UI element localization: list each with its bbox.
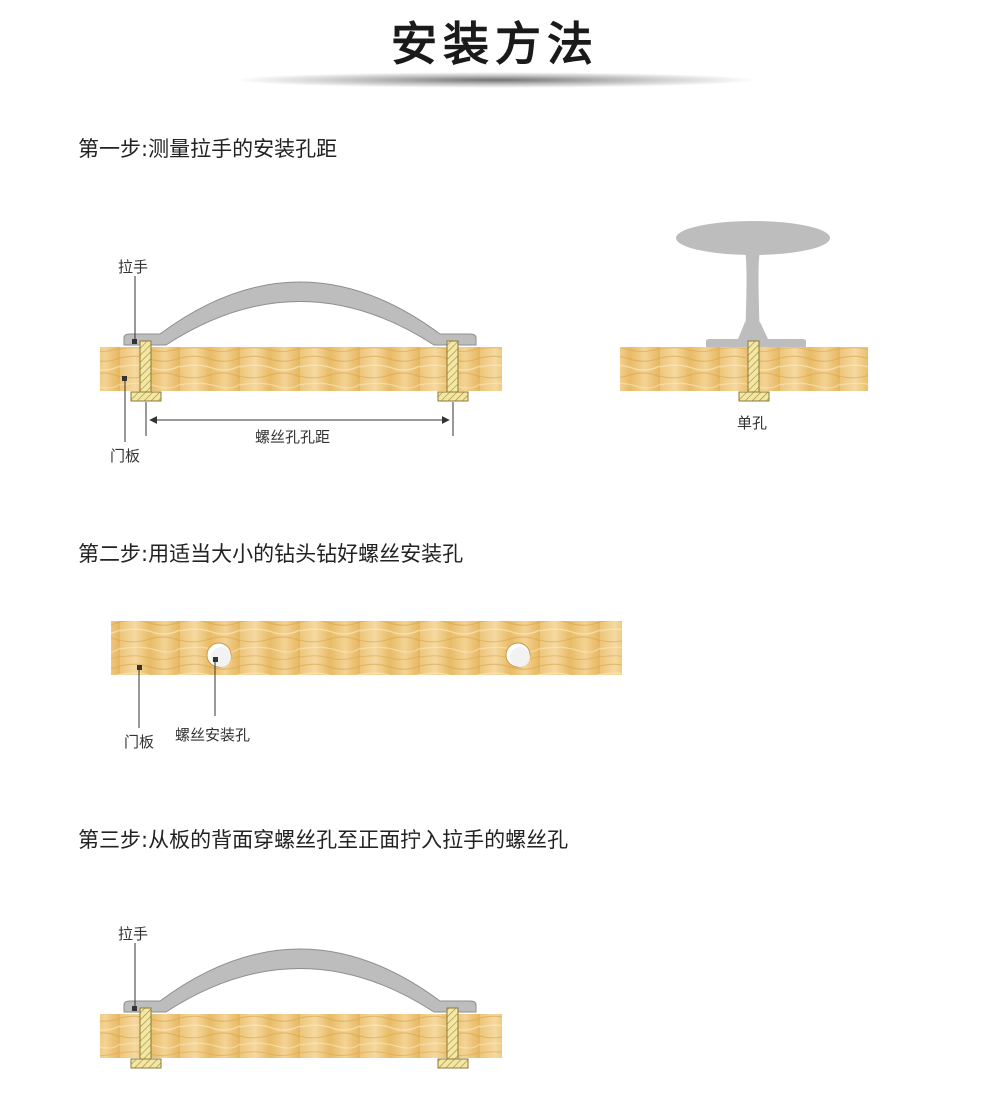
- single-screw-shaft: [747, 340, 760, 395]
- door-panel-wood-step3: [100, 1014, 502, 1058]
- right-screw-shaft-step3: [446, 1007, 459, 1062]
- step1-single-hole-diagram: 单孔: [620, 221, 868, 432]
- knob-stem: [745, 252, 760, 340]
- right-screw-head: [437, 391, 469, 402]
- door-panel-wood-step2: [111, 621, 622, 675]
- right-screw-shaft: [446, 340, 459, 395]
- step-3-heading: 第三步:从板的背面穿螺丝孔至正面拧入拉手的螺丝孔: [78, 828, 569, 852]
- knob-top: [676, 221, 830, 255]
- handle-shape-step3: [123, 948, 477, 1013]
- step2-drilled-panel-diagram: 门板 螺丝安装孔: [111, 621, 622, 751]
- right-screw-head-step3: [437, 1058, 469, 1069]
- handle-label-step3: 拉手: [118, 925, 148, 943]
- step-2-heading: 第二步:用适当大小的钻头钻好螺丝安装孔: [78, 542, 464, 566]
- door-panel-wood: [100, 347, 502, 391]
- title-underline-shadow: [230, 72, 760, 88]
- handle-shape: [123, 281, 477, 346]
- page-title: 安装方法: [391, 17, 599, 71]
- screw-install-hole-label: 螺丝安装孔: [175, 726, 250, 744]
- knob-base: [706, 322, 806, 347]
- step3-handle-diagram: 拉手: [100, 925, 502, 1069]
- left-screw-head: [130, 391, 162, 402]
- handle-label: 拉手: [118, 258, 148, 276]
- step-1-heading: 第一步:测量拉手的安装孔距: [78, 137, 338, 161]
- single-screw-head: [738, 391, 770, 402]
- door-panel-label: 门板: [110, 447, 140, 465]
- single-hole-label: 单孔: [737, 414, 767, 432]
- door-panel-label-step2: 门板: [124, 733, 154, 751]
- left-screw-shaft: [139, 340, 152, 395]
- step1-handle-diagram: 拉手 门板 螺丝孔孔距: [100, 258, 502, 465]
- left-screw-shaft-step3: [139, 1007, 152, 1062]
- left-screw-head-step3: [130, 1058, 162, 1069]
- door-panel-wood-right: [620, 347, 868, 391]
- screw-hole-distance-label: 螺丝孔孔距: [255, 428, 330, 446]
